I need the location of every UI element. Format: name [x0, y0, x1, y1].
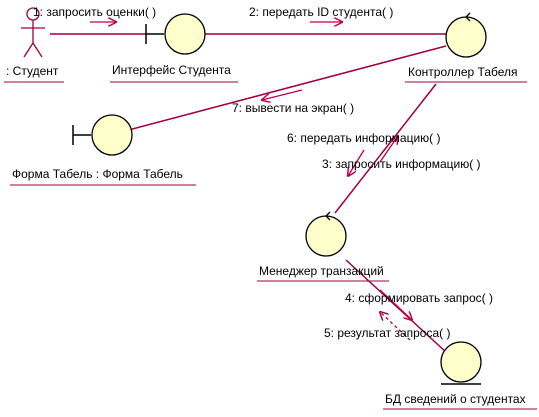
- message-4-arrow: [379, 289, 412, 320]
- db-entity-icon[interactable]: [440, 341, 482, 385]
- controller-label: Контроллер Табеля: [408, 65, 518, 79]
- controller-control-icon[interactable]: [445, 12, 487, 58]
- message-5-label: 5: результат запроса( ): [324, 326, 451, 340]
- message-7-arrow: [262, 89, 303, 100]
- message-3-label: 3: запросить информацию( ): [322, 157, 481, 171]
- manager-control-icon[interactable]: [305, 211, 347, 257]
- message-3-arrow: [348, 149, 365, 176]
- form-label: Форма Табель : Форма Табель: [12, 167, 183, 181]
- db-label: БД сведений о студентах: [385, 392, 526, 406]
- student-actor[interactable]: [21, 7, 45, 58]
- message-1-label: 1: запросить оценки( ): [33, 5, 157, 19]
- message-6-arrow: [379, 136, 398, 163]
- form-boundary-icon[interactable]: [72, 114, 133, 156]
- interface-boundary-icon[interactable]: [145, 13, 206, 55]
- student-label: : Студент: [6, 64, 59, 78]
- message-5-arrow: [380, 312, 411, 341]
- message-2-label: 2: передать ID студента( ): [249, 5, 394, 19]
- message-6-label: 6: передать информацию( ): [287, 131, 441, 145]
- message-7-label: 7: вывести на экран( ): [232, 101, 355, 115]
- interface-label: Интерфейс Студента: [112, 63, 231, 77]
- link-manager-db: [345, 259, 448, 354]
- manager-label: Менеджер транзакций: [259, 264, 384, 278]
- link-controller-form: [120, 45, 447, 133]
- link-controller-manager: [334, 83, 437, 214]
- message-4-label: 4: сформировать запрос( ): [345, 291, 493, 305]
